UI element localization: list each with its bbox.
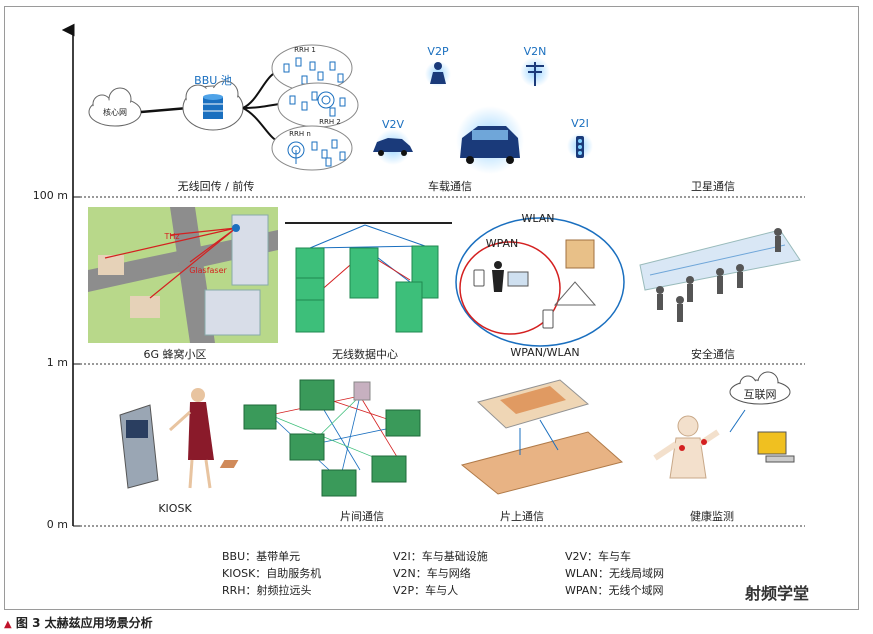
v2p-pedestrian-icon (425, 61, 451, 87)
axis-label-0m: 0 m (46, 518, 68, 531)
legend-rrh: RRH：射频拉远头 (222, 584, 312, 597)
v2n-antenna-icon (520, 57, 550, 87)
6g-cell-illustration (88, 207, 278, 343)
axis-label-100m: 100 m (32, 189, 68, 202)
legend-v2n: V2N：车与网络 (393, 567, 471, 580)
vehicle-car-icon (456, 106, 524, 174)
caption-marker: ▲ (4, 619, 12, 630)
internet-cloud-icon (729, 371, 791, 405)
satellite-comm-label: 卫星通信 (691, 180, 735, 193)
legend-bbu: BBU：基带单元 (222, 550, 301, 563)
v2v-car-icon (373, 129, 413, 165)
rrh-cluster-n (271, 125, 353, 171)
rrh-cluster-2 (277, 82, 359, 128)
health-monitoring-illustration (653, 371, 795, 479)
wpan-wlan-label: WPAN/WLAN (510, 346, 580, 359)
data-center-label: 无线数据中心 (332, 348, 398, 361)
kiosk-label: KIOSK (158, 502, 192, 515)
rrh2-label: RRH 2 (319, 118, 341, 126)
internet-label: 互联网 (743, 388, 777, 401)
glasfaser-label: Glasfaser (189, 266, 227, 275)
v2i-traffic-light-icon (567, 133, 593, 159)
bbu-pool-label: BBU 池 (194, 74, 232, 87)
caption-text: 图 3 太赫兹应用场景分析 (15, 616, 153, 630)
v2v-label: V2V (381, 118, 405, 131)
rrh1-label: RRH 1 (294, 46, 316, 54)
secure-communication-illustration (639, 228, 801, 322)
legend-v2p: V2P：车与人 (393, 584, 459, 597)
watermark-text: 射频学堂 (745, 584, 810, 603)
security-comm-label: 安全通信 (691, 348, 735, 361)
legend-kiosk: KIOSK：自助服务机 (222, 567, 322, 580)
v2p-label: V2P (427, 45, 449, 58)
inter-chip-illustration (243, 379, 421, 497)
axis-label-1m: 1 m (46, 356, 68, 369)
wpan-label: WPAN (485, 237, 519, 250)
rrhn-label: RRH n (289, 130, 311, 138)
backhaul-label: 无线回传 / 前传 (177, 180, 255, 193)
legend-v2v: V2V：车与车 (565, 550, 632, 563)
v2i-label: V2I (571, 117, 589, 130)
bbu-pool-icon (182, 80, 244, 131)
on-chip-label: 片上通信 (500, 510, 544, 523)
wireless-data-center-illustration (285, 222, 452, 333)
kiosk-illustration (119, 388, 214, 489)
on-chip-illustration (219, 379, 624, 495)
health-monitoring-label: 健康监测 (690, 510, 734, 523)
legend-wpan: WPAN：无线个域网 (565, 584, 664, 597)
legend-wlan: WLAN：无线局域网 (565, 567, 665, 580)
wpan-wlan-illustration (455, 217, 625, 347)
vehicle-comm-label: 车载通信 (428, 180, 472, 193)
wlan-label: WLAN (521, 212, 555, 225)
inter-chip-label: 片间通信 (340, 510, 384, 523)
6g-cell-label: 6G 蜂窝小区 (143, 348, 207, 361)
legend-v2i: V2I：车与基础设施 (393, 550, 488, 563)
figure-caption: ▲ 图 3 太赫兹应用场景分析 (4, 614, 153, 631)
core-network-label: 核心网 (103, 108, 127, 117)
thz-label: THz (164, 232, 180, 241)
v2n-label: V2N (523, 45, 547, 58)
